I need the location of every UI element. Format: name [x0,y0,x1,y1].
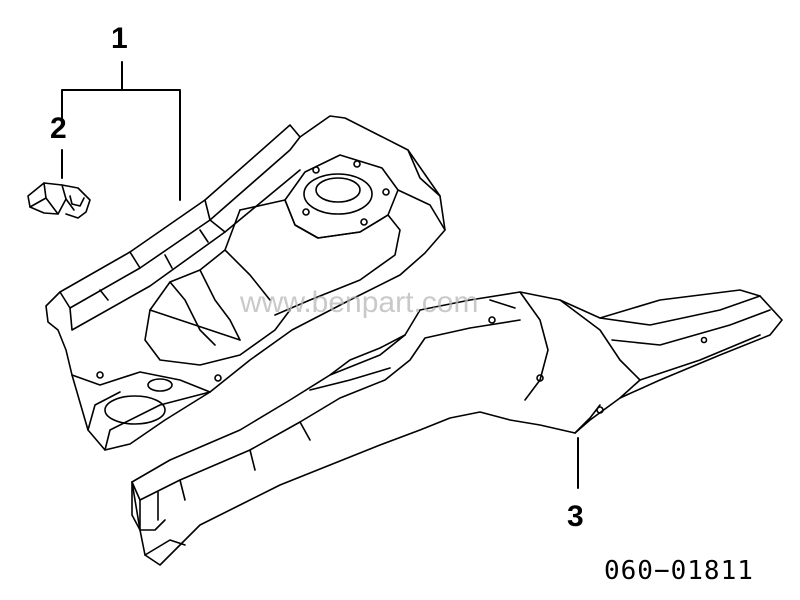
callout-3: 3 [567,500,584,533]
part-3-rail-drawing [131,289,783,566]
leader-lines [61,61,579,489]
callout-1: 1 [111,22,128,55]
leader-1-bracket [61,89,181,201]
part-1-assembly-drawing [45,115,446,451]
watermark-text: www.benpart.com [240,286,479,319]
callout-2: 2 [50,112,67,145]
diagram-part-code: 060−01811 [604,556,754,586]
part-2-bracket-drawing [27,182,91,219]
